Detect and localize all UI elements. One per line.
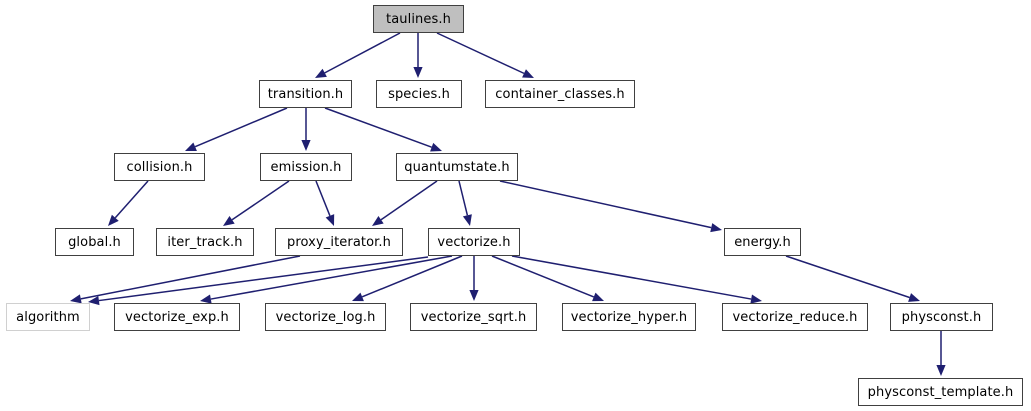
edge-vectorize-to-vectorize_reduce [511, 255, 752, 300]
edge-taulines-to-container_classes [436, 32, 525, 75]
graph-node-label-vectorize_exp: vectorize_exp.h [125, 309, 229, 325]
graph-node-vectorize_sqrt[interactable]: vectorize_sqrt.h [410, 303, 537, 331]
edge-proxy_iterator-to-algorithm [80, 255, 301, 300]
arrowhead-vectorize-to-vectorize_sqrt [469, 290, 479, 301]
graph-node-physconst[interactable]: physconst.h [890, 303, 993, 331]
edge-quantumstate-to-vectorize [458, 180, 469, 216]
graph-node-global[interactable]: global.h [55, 228, 134, 256]
graph-node-transition[interactable]: transition.h [259, 80, 352, 108]
graph-node-taulines[interactable]: taulines.h [373, 5, 464, 33]
graph-node-label-proxy_iterator: proxy_iterator.h [287, 234, 391, 250]
graph-node-label-emission: emission.h [270, 159, 342, 175]
edge-energy-to-physconst [785, 255, 910, 299]
edge-quantumstate-to-energy [499, 180, 712, 229]
graph-node-container_classes[interactable]: container_classes.h [485, 80, 635, 108]
graph-node-label-collision: collision.h [126, 159, 193, 175]
edge-quantumstate-to-proxy_iterator [380, 180, 438, 221]
graph-node-label-algorithm: algorithm [16, 309, 80, 325]
graph-node-label-vectorize_reduce: vectorize_reduce.h [732, 309, 858, 325]
graph-node-label-vectorize_log: vectorize_log.h [275, 309, 376, 325]
graph-node-label-vectorize_sqrt: vectorize_sqrt.h [420, 309, 527, 325]
graph-node-label-container_classes: container_classes.h [495, 86, 625, 102]
arrowhead-vectorize-to-vectorize_log [352, 292, 364, 302]
arrowhead-quantumstate-to-vectorize [462, 214, 472, 226]
arrowhead-emission-to-iter_track [223, 216, 235, 226]
arrowhead-transition-to-emission [301, 140, 311, 151]
edge-vectorize-to-vectorize_hyper [491, 255, 595, 298]
graph-node-label-physconst: physconst.h [901, 309, 982, 325]
edge-transition-to-quantumstate [324, 107, 432, 148]
arrowhead-transition-to-quantumstate [430, 142, 442, 152]
graph-node-label-taulines: taulines.h [386, 11, 451, 27]
graph-node-vectorize_log[interactable]: vectorize_log.h [265, 303, 386, 331]
graph-node-label-global: global.h [68, 234, 121, 250]
graph-node-label-quantumstate: quantumstate.h [404, 159, 510, 175]
graph-node-label-vectorize_hyper: vectorize_hyper.h [570, 309, 688, 325]
graph-node-energy[interactable]: energy.h [724, 228, 801, 256]
arrowhead-taulines-to-transition [315, 68, 327, 78]
graph-node-vectorize_reduce[interactable]: vectorize_reduce.h [722, 303, 868, 331]
edge-emission-to-iter_track [231, 180, 290, 221]
arrowhead-physconst-to-physconst_template [936, 365, 946, 376]
graph-node-vectorize_exp[interactable]: vectorize_exp.h [114, 303, 240, 331]
arrowhead-quantumstate-to-proxy_iterator [372, 215, 384, 226]
arrowhead-quantumstate-to-energy [710, 223, 722, 233]
arrowhead-vectorize-to-vectorize_hyper [592, 292, 604, 302]
arrowhead-collision-to-global [108, 214, 119, 226]
arrowhead-taulines-to-species [413, 67, 423, 78]
arrowhead-energy-to-physconst [908, 293, 920, 302]
edge-transition-to-collision [194, 107, 288, 148]
arrowhead-emission-to-proxy_iterator [325, 214, 335, 226]
graph-node-label-vectorize: vectorize.h [437, 234, 511, 250]
graph-node-vectorize_hyper[interactable]: vectorize_hyper.h [562, 303, 696, 331]
graph-node-label-transition: transition.h [267, 86, 344, 102]
graph-node-emission[interactable]: emission.h [260, 153, 352, 181]
edge-vectorize-to-vectorize_log [361, 255, 463, 298]
edge-taulines-to-transition [324, 32, 401, 74]
arrowhead-transition-to-collision [185, 142, 197, 151]
arrowhead-taulines-to-container_classes [522, 69, 534, 78]
edge-vectorize-to-vectorize_exp [210, 255, 453, 300]
graph-node-proxy_iterator[interactable]: proxy_iterator.h [275, 228, 403, 256]
graph-node-species[interactable]: species.h [376, 80, 462, 108]
graph-node-physconst_template[interactable]: physconst_template.h [858, 378, 1023, 406]
graph-node-label-energy: energy.h [734, 234, 791, 250]
graph-node-vectorize[interactable]: vectorize.h [428, 228, 520, 256]
graph-node-quantumstate[interactable]: quantumstate.h [396, 153, 518, 181]
graph-node-iter_track[interactable]: iter_track.h [156, 228, 254, 256]
edge-vectorize-to-algorithm [98, 256, 429, 302]
graph-node-label-species: species.h [388, 86, 450, 102]
graph-node-label-iter_track: iter_track.h [167, 234, 243, 250]
edge-emission-to-proxy_iterator [315, 180, 331, 217]
graph-node-label-physconst_template: physconst_template.h [867, 384, 1014, 400]
graph-node-algorithm[interactable]: algorithm [6, 303, 90, 331]
graph-node-collision[interactable]: collision.h [114, 153, 205, 181]
edge-collision-to-global [114, 180, 149, 219]
